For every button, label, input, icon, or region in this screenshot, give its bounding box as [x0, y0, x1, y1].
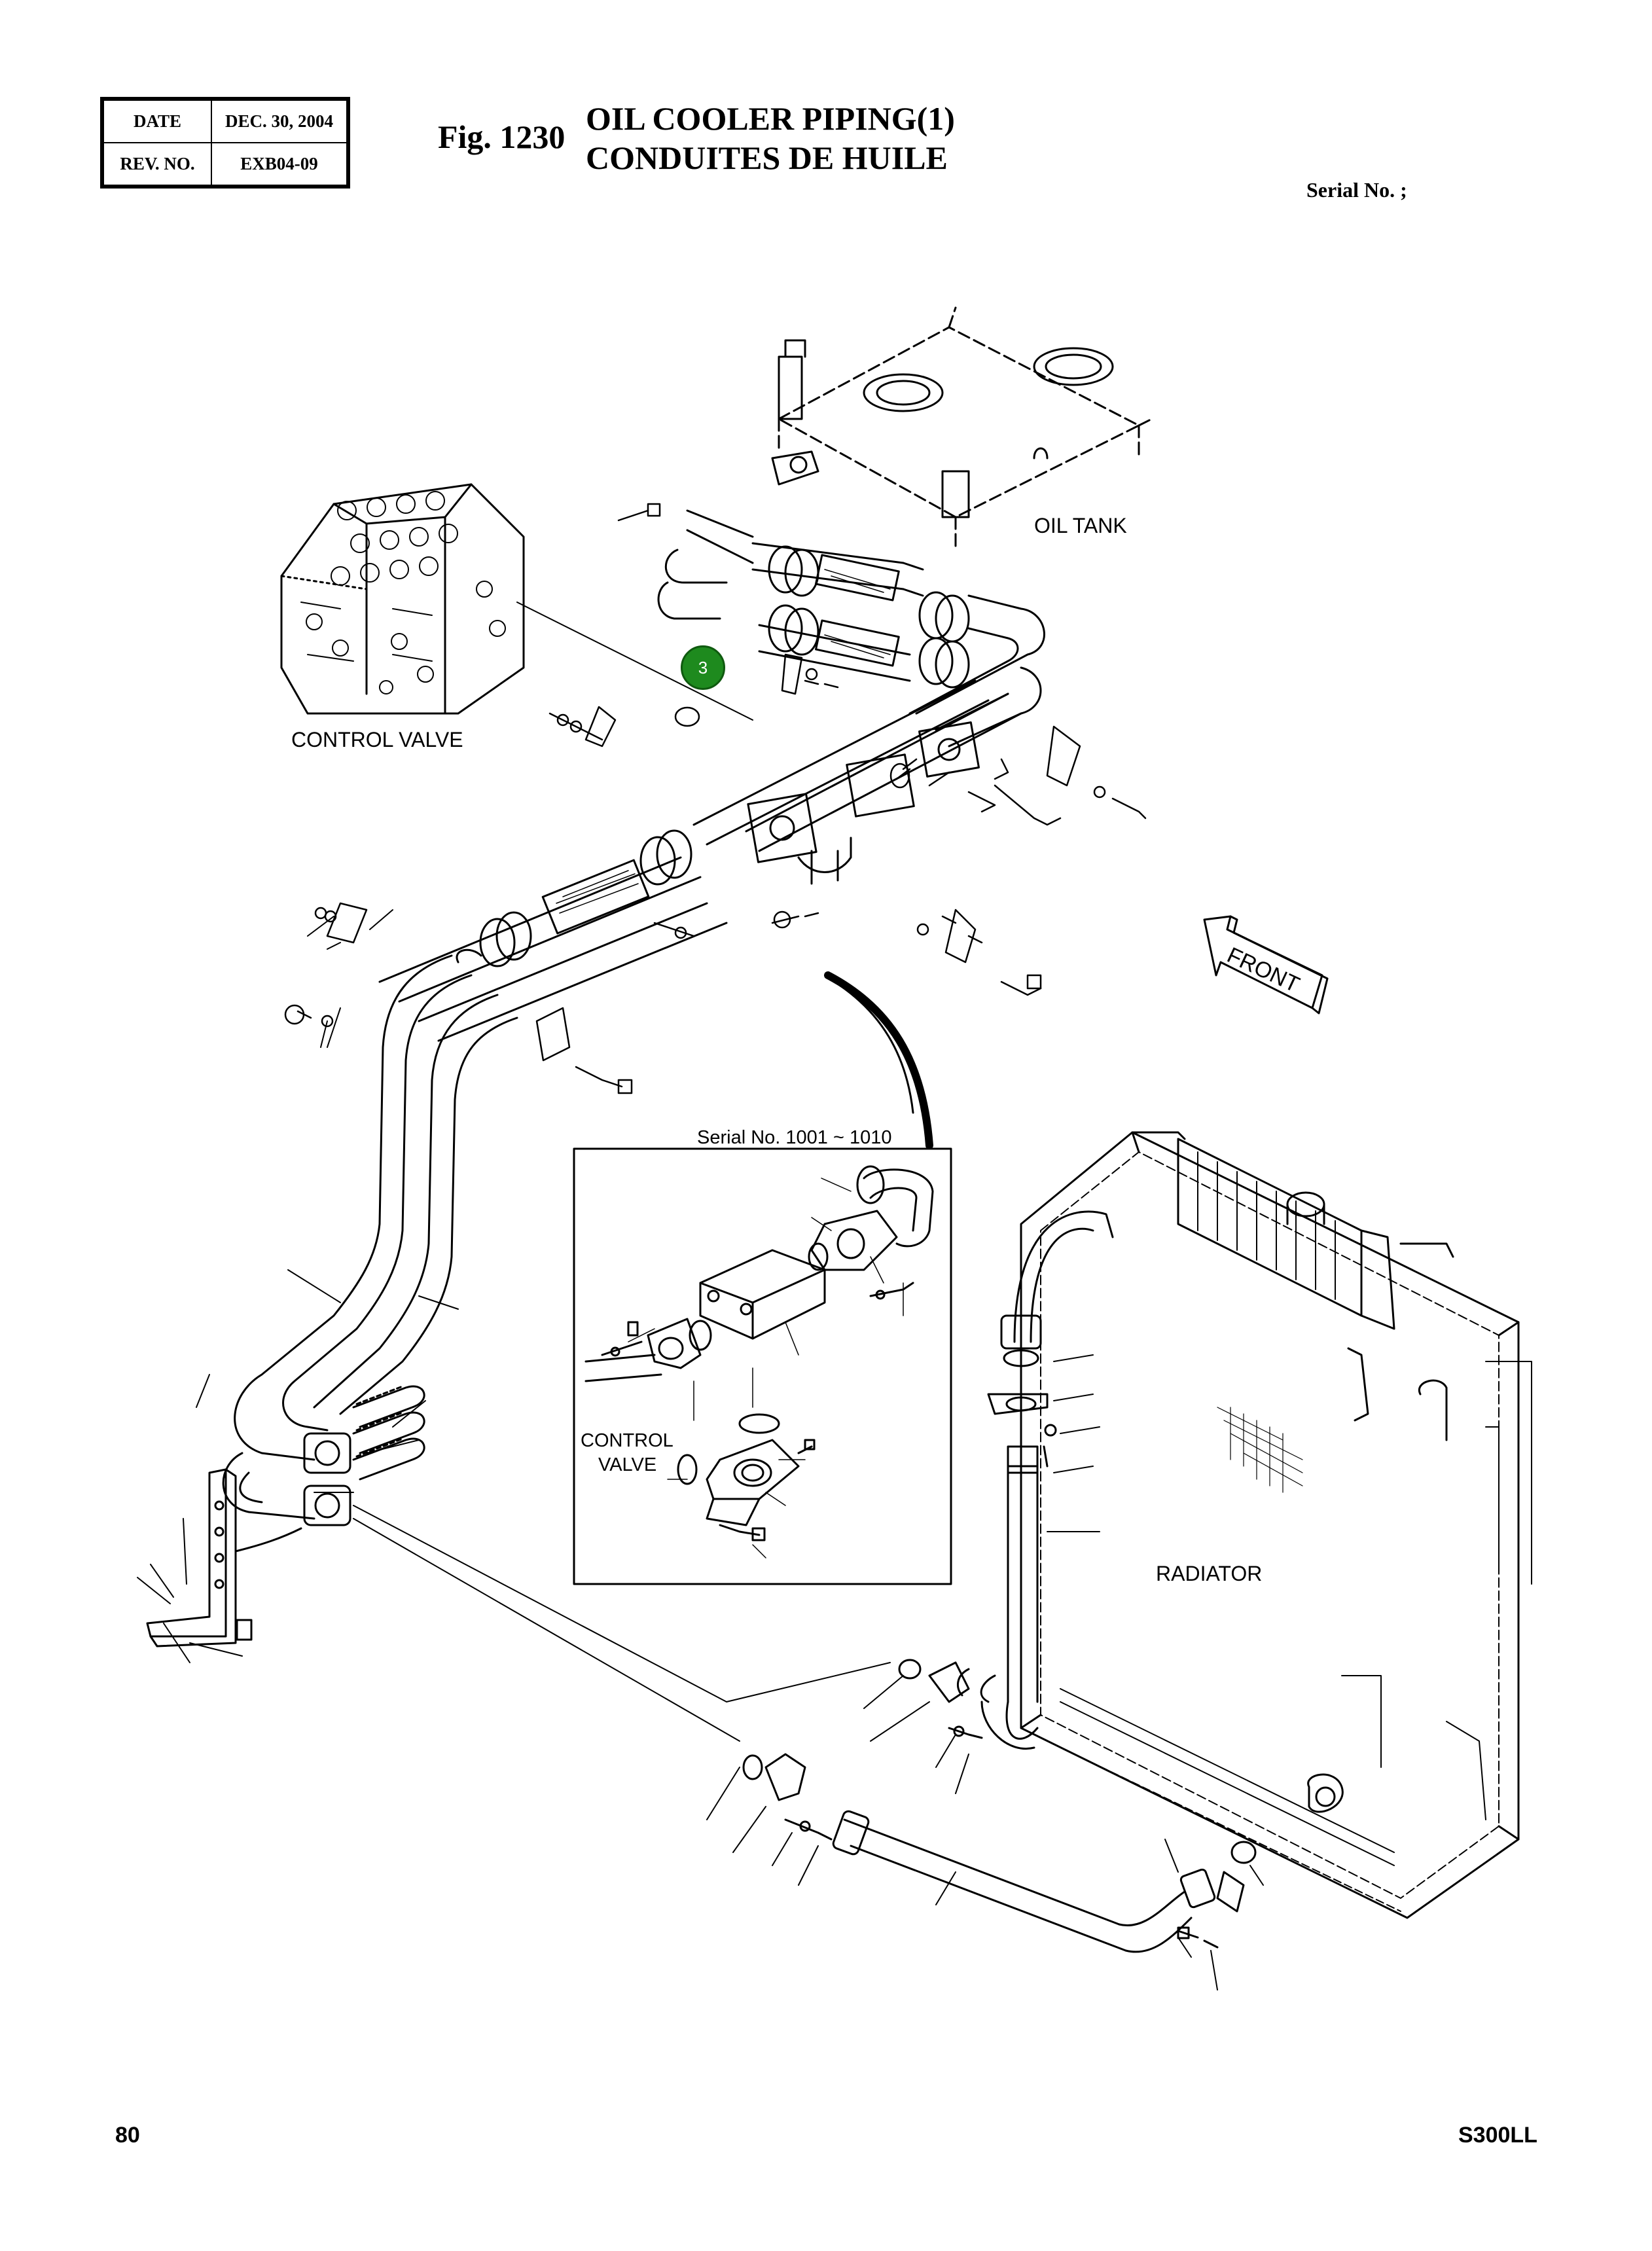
upper-pipes [657, 509, 1045, 747]
rev-label: REV. NO. [103, 142, 212, 186]
figure-number: Fig. 1230 [438, 118, 566, 155]
label-inset-serial: Serial No. 1001 ~ 1010 [697, 1127, 892, 1148]
label-radiator: RADIATOR [1156, 1562, 1263, 1585]
model-name: S300LL [1458, 2123, 1537, 2148]
inset-drawing [584, 1165, 934, 1558]
main-pipes [378, 679, 1022, 1042]
inset-arrow [824, 971, 933, 1149]
rev-value: EXB04-09 [211, 142, 348, 186]
inset-box [573, 1147, 952, 1585]
lower-left-flanges [303, 1385, 425, 1526]
control-valve [280, 483, 525, 715]
callout-marker[interactable]: 3 [681, 645, 725, 690]
label-inset-control: CONTROL [581, 1430, 673, 1451]
lower-pipe [353, 1505, 1257, 1953]
leader-lines [137, 909, 459, 1663]
leader-lines-lower [706, 1354, 1264, 1990]
date-label: DATE [103, 99, 212, 143]
date-value: DEC. 30, 2004 [211, 99, 348, 143]
fasteners [284, 503, 1147, 1094]
front-arrow [1203, 915, 1329, 1015]
label-control-valve: CONTROL VALVE [291, 728, 463, 751]
page-number: 80 [115, 2123, 140, 2148]
radiator [1020, 1131, 1532, 1919]
callout-number: 3 [698, 657, 708, 677]
title-english: OIL COOLER PIPING(1) [586, 100, 955, 137]
mounting-bracket [146, 1468, 302, 1648]
left-return-pipes [222, 948, 518, 1520]
title-french: CONDUITES DE HUILE [586, 139, 948, 176]
radiator-pipe [980, 1210, 1114, 1750]
label-oil-tank: OIL TANK [1034, 514, 1127, 537]
revision-table: DATE DEC. 30, 2004 REV. NO. EXB04-09 [100, 97, 350, 189]
oil-tank [778, 306, 1153, 551]
oil-tank-parts [771, 339, 1114, 518]
label-inset-valve: VALVE [598, 1454, 657, 1475]
serial-label: Serial No. ; [1306, 178, 1407, 202]
